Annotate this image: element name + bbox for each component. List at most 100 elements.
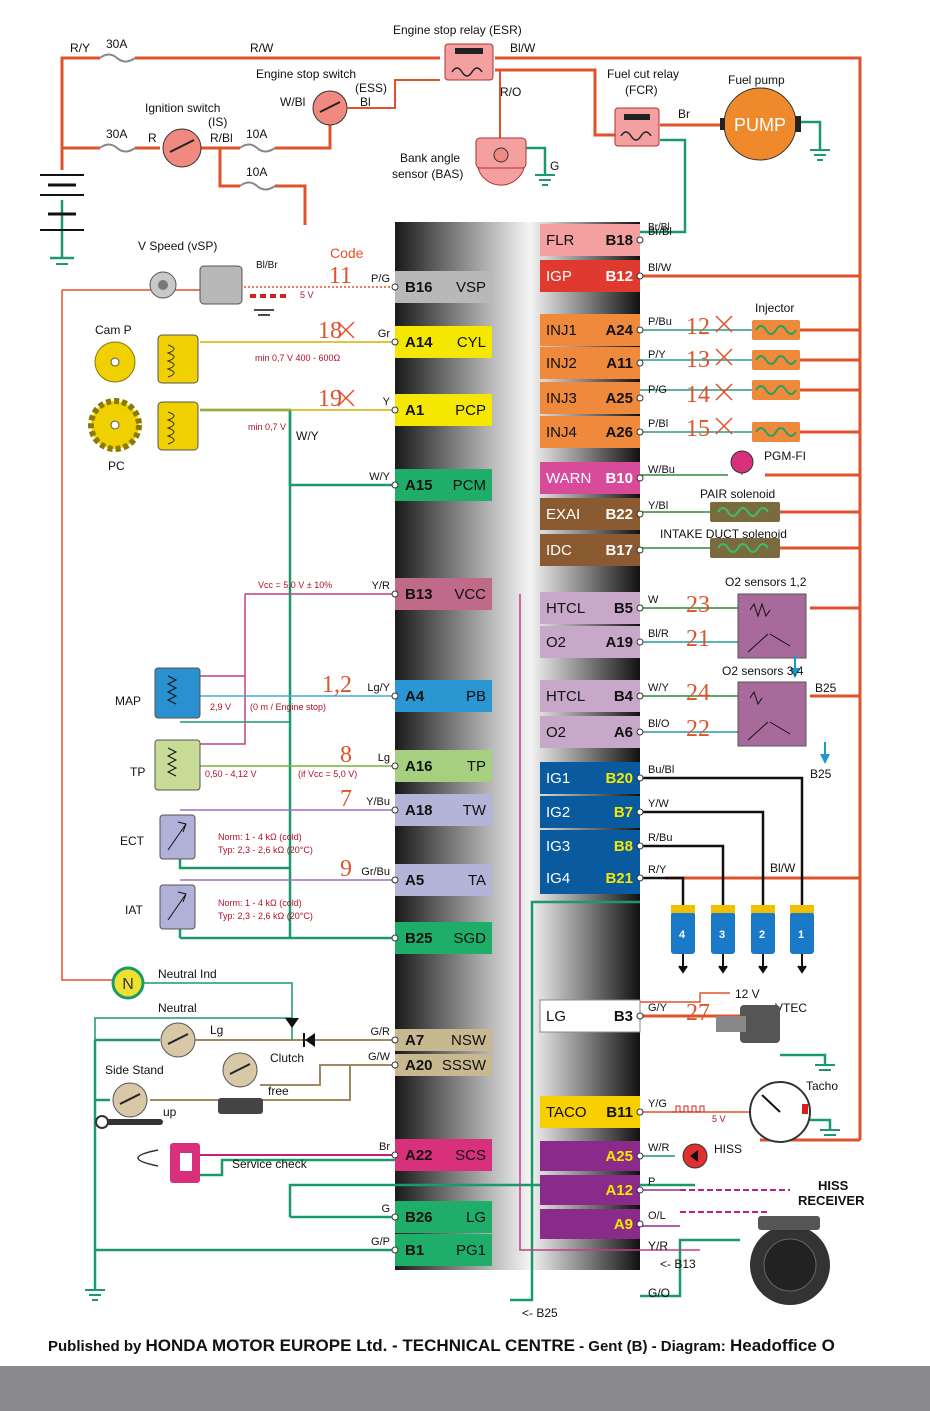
ground-wires xyxy=(60,120,832,1302)
iat-norm: Norm: 1 - 4 kΩ (cold) xyxy=(218,898,302,908)
o2-wires xyxy=(640,474,738,733)
neutral-indicator-letter: N xyxy=(122,976,134,993)
ect-sensor: ECT Norm: 1 - 4 kΩ (cold) Typ: 2,3 - 2,6… xyxy=(120,814,313,860)
code-strike-icon xyxy=(337,389,355,407)
diag-code: 1,2 xyxy=(322,672,352,698)
fuel-pump-label: Fuel pump xyxy=(728,73,785,87)
cam-sensor: Cam P min 0,7 V 400 - 600Ω xyxy=(94,323,341,384)
pin-code: A19 xyxy=(605,634,633,651)
pin-code: A6 xyxy=(614,724,633,741)
pin-code: A12 xyxy=(605,1182,633,1199)
pin-code: B8 xyxy=(614,838,633,855)
service-check-label: Service check xyxy=(232,1157,308,1171)
vsp-ground-icon xyxy=(254,309,274,316)
hiss-rx-label-1: HISS xyxy=(818,1178,849,1193)
pin-name: INJ2 xyxy=(546,355,577,372)
footer-tail: Headoffice O xyxy=(729,1336,835,1355)
pin-wire-label: Y/Bu xyxy=(366,796,390,808)
fuel-pump: Fuel pump PUMP xyxy=(720,73,801,161)
pin-wire-label: Lg/Y xyxy=(367,682,390,694)
pin-code: B16 xyxy=(405,279,433,296)
ignition-switch: Ignition switch (IS) xyxy=(145,101,227,168)
pin-wire-label: P/Bu xyxy=(648,316,672,328)
pin-code: B22 xyxy=(605,506,633,523)
wire-rw-label: R/W xyxy=(250,41,274,55)
neutral-ind-label: Neutral Ind xyxy=(158,967,217,981)
pin-wire-label: G/R xyxy=(370,1026,390,1038)
pin-wire-label: O/L xyxy=(648,1210,666,1222)
pin-wire-label: Bl/W xyxy=(648,262,672,274)
tacho-5v: 5 V xyxy=(712,1114,726,1124)
ect-norm: Norm: 1 - 4 kΩ (cold) xyxy=(218,832,302,842)
pin-wire-label: R/Bu xyxy=(648,832,672,844)
pair-solenoid: PAIR solenoid xyxy=(700,487,780,522)
pin-name: VSP xyxy=(456,279,486,296)
pin-code: A20 xyxy=(405,1057,433,1074)
iat-sensor: IAT Norm: 1 - 4 kΩ (cold) Typ: 2,3 - 2,6… xyxy=(125,884,313,930)
vcc-spec: Vcc = 5,0 V ± 10% xyxy=(258,580,332,590)
publisher-footer: Published by HONDA MOTOR EUROPE Ltd. - T… xyxy=(0,1330,930,1360)
diag-code: 23 xyxy=(686,592,710,618)
pin-code: A24 xyxy=(605,322,633,339)
is-label-2: (IS) xyxy=(208,115,227,129)
bottom-bar xyxy=(0,1366,930,1411)
esr-label: Engine stop relay (ESR) xyxy=(393,23,522,37)
diag-code: 14 xyxy=(686,382,710,408)
vtec-label: VTEC xyxy=(775,1001,807,1015)
wire-wy-label: W/Y xyxy=(296,429,319,443)
b25-ref: <- B25 xyxy=(522,1306,558,1320)
engine-stop-relay: Engine stop relay (ESR) xyxy=(393,23,522,81)
pin-wire-label: P/G xyxy=(648,384,667,396)
ecu-pin-a9: A9 O/L xyxy=(540,1209,666,1239)
code-strike-icon xyxy=(715,383,733,401)
footer-line: Published by HONDA MOTOR EUROPE Ltd. - T… xyxy=(48,1336,835,1356)
injector-wires xyxy=(640,329,752,433)
pin-wire-label: Bl/R xyxy=(648,628,669,640)
pin-wire-label: Y/R xyxy=(372,580,390,592)
pin-wire-label: Y/G xyxy=(648,1098,667,1110)
pin-name: O2 xyxy=(546,724,566,741)
map-label: MAP xyxy=(115,694,141,708)
pin-code: A4 xyxy=(405,688,425,705)
injector-2 xyxy=(752,350,800,370)
injector-1 xyxy=(752,320,800,340)
pin-name: WARN xyxy=(546,470,591,487)
code-strike-icon xyxy=(337,321,355,339)
crank-sensor: PC min 0,7 V W/Y xyxy=(88,398,319,473)
ignition-coil-3: 3 xyxy=(711,905,735,974)
o2-34-label: O2 sensors 3,4 xyxy=(722,664,804,678)
pgmfi-lamp: PGM-FI xyxy=(730,449,806,475)
pin-name: LG xyxy=(466,1209,486,1226)
pin-name: SGD xyxy=(453,930,486,947)
pin-code: A25 xyxy=(605,1148,633,1165)
diag-code: 15 xyxy=(686,416,710,442)
footer-publisher: HONDA MOTOR EUROPE Ltd. - TECHNICAL CENT… xyxy=(145,1336,575,1355)
map-sensor: MAP 2,9 V (0 m / Engine stop) xyxy=(115,667,326,719)
vsp-label: V Speed (vSP) xyxy=(138,239,217,253)
pin-name: VCC xyxy=(454,586,486,603)
pin-code: A9 xyxy=(614,1216,633,1233)
fuse-30a-ign: 30A xyxy=(99,127,136,153)
o2-sensor-12: O2 sensors 1,2 xyxy=(725,575,807,678)
bank-angle-sensor: Bank angle sensor (BAS) xyxy=(392,137,527,186)
coil-number: 1 xyxy=(798,929,804,941)
pin-code: B21 xyxy=(605,870,633,887)
tp-sensor: TP 0,50 - 4,12 V (if Vcc = 5,0 V) xyxy=(130,739,357,791)
ignition-coil-1: 1 xyxy=(790,905,814,974)
o2-12-label: O2 sensors 1,2 xyxy=(725,575,807,589)
pin-name: TA xyxy=(468,872,486,889)
pin-name: HTCL xyxy=(546,600,585,617)
intake-label: INTAKE DUCT solenoid xyxy=(660,527,787,541)
tp-label: TP xyxy=(130,765,145,779)
